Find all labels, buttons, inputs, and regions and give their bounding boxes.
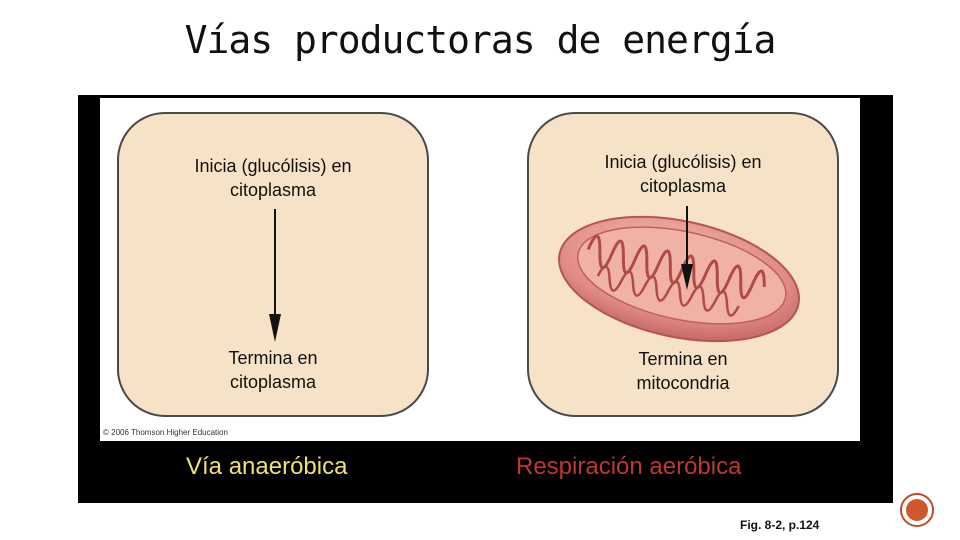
mitochondrion-icon xyxy=(558,215,800,343)
figure-frame: Inicia (glucólisis) en citoplasma Termin… xyxy=(78,95,893,503)
anaerobic-caption: Vía anaeróbica xyxy=(186,453,348,480)
page-title: Vías productoras de energía xyxy=(184,18,777,62)
aerobic-start-label: Inicia (glucólisis) en citoplasma xyxy=(604,152,762,196)
anaerobic-start-label: Inicia (glucólisis) en citoplasma xyxy=(194,156,352,200)
aerobic-caption: Respiración aeróbica xyxy=(516,453,742,480)
anaerobic-end-label: Termina en citoplasma xyxy=(228,348,318,392)
copyright-notice: © 2006 Thomson Higher Education xyxy=(103,428,228,437)
slide-badge-icon xyxy=(900,493,934,527)
figure-image-area: Inicia (glucólisis) en citoplasma Termin… xyxy=(100,98,860,441)
anaerobic-arrow-icon xyxy=(269,209,281,342)
figure-reference: Fig. 8-2, p.124 xyxy=(740,518,820,532)
aerobic-arrow-icon xyxy=(681,206,693,290)
aerobic-panel: Inicia (glucólisis) en citoplasma xyxy=(527,112,839,417)
aerobic-end-label: Termina en mitocondria xyxy=(636,349,730,393)
anaerobic-panel: Inicia (glucólisis) en citoplasma Termin… xyxy=(117,112,429,417)
